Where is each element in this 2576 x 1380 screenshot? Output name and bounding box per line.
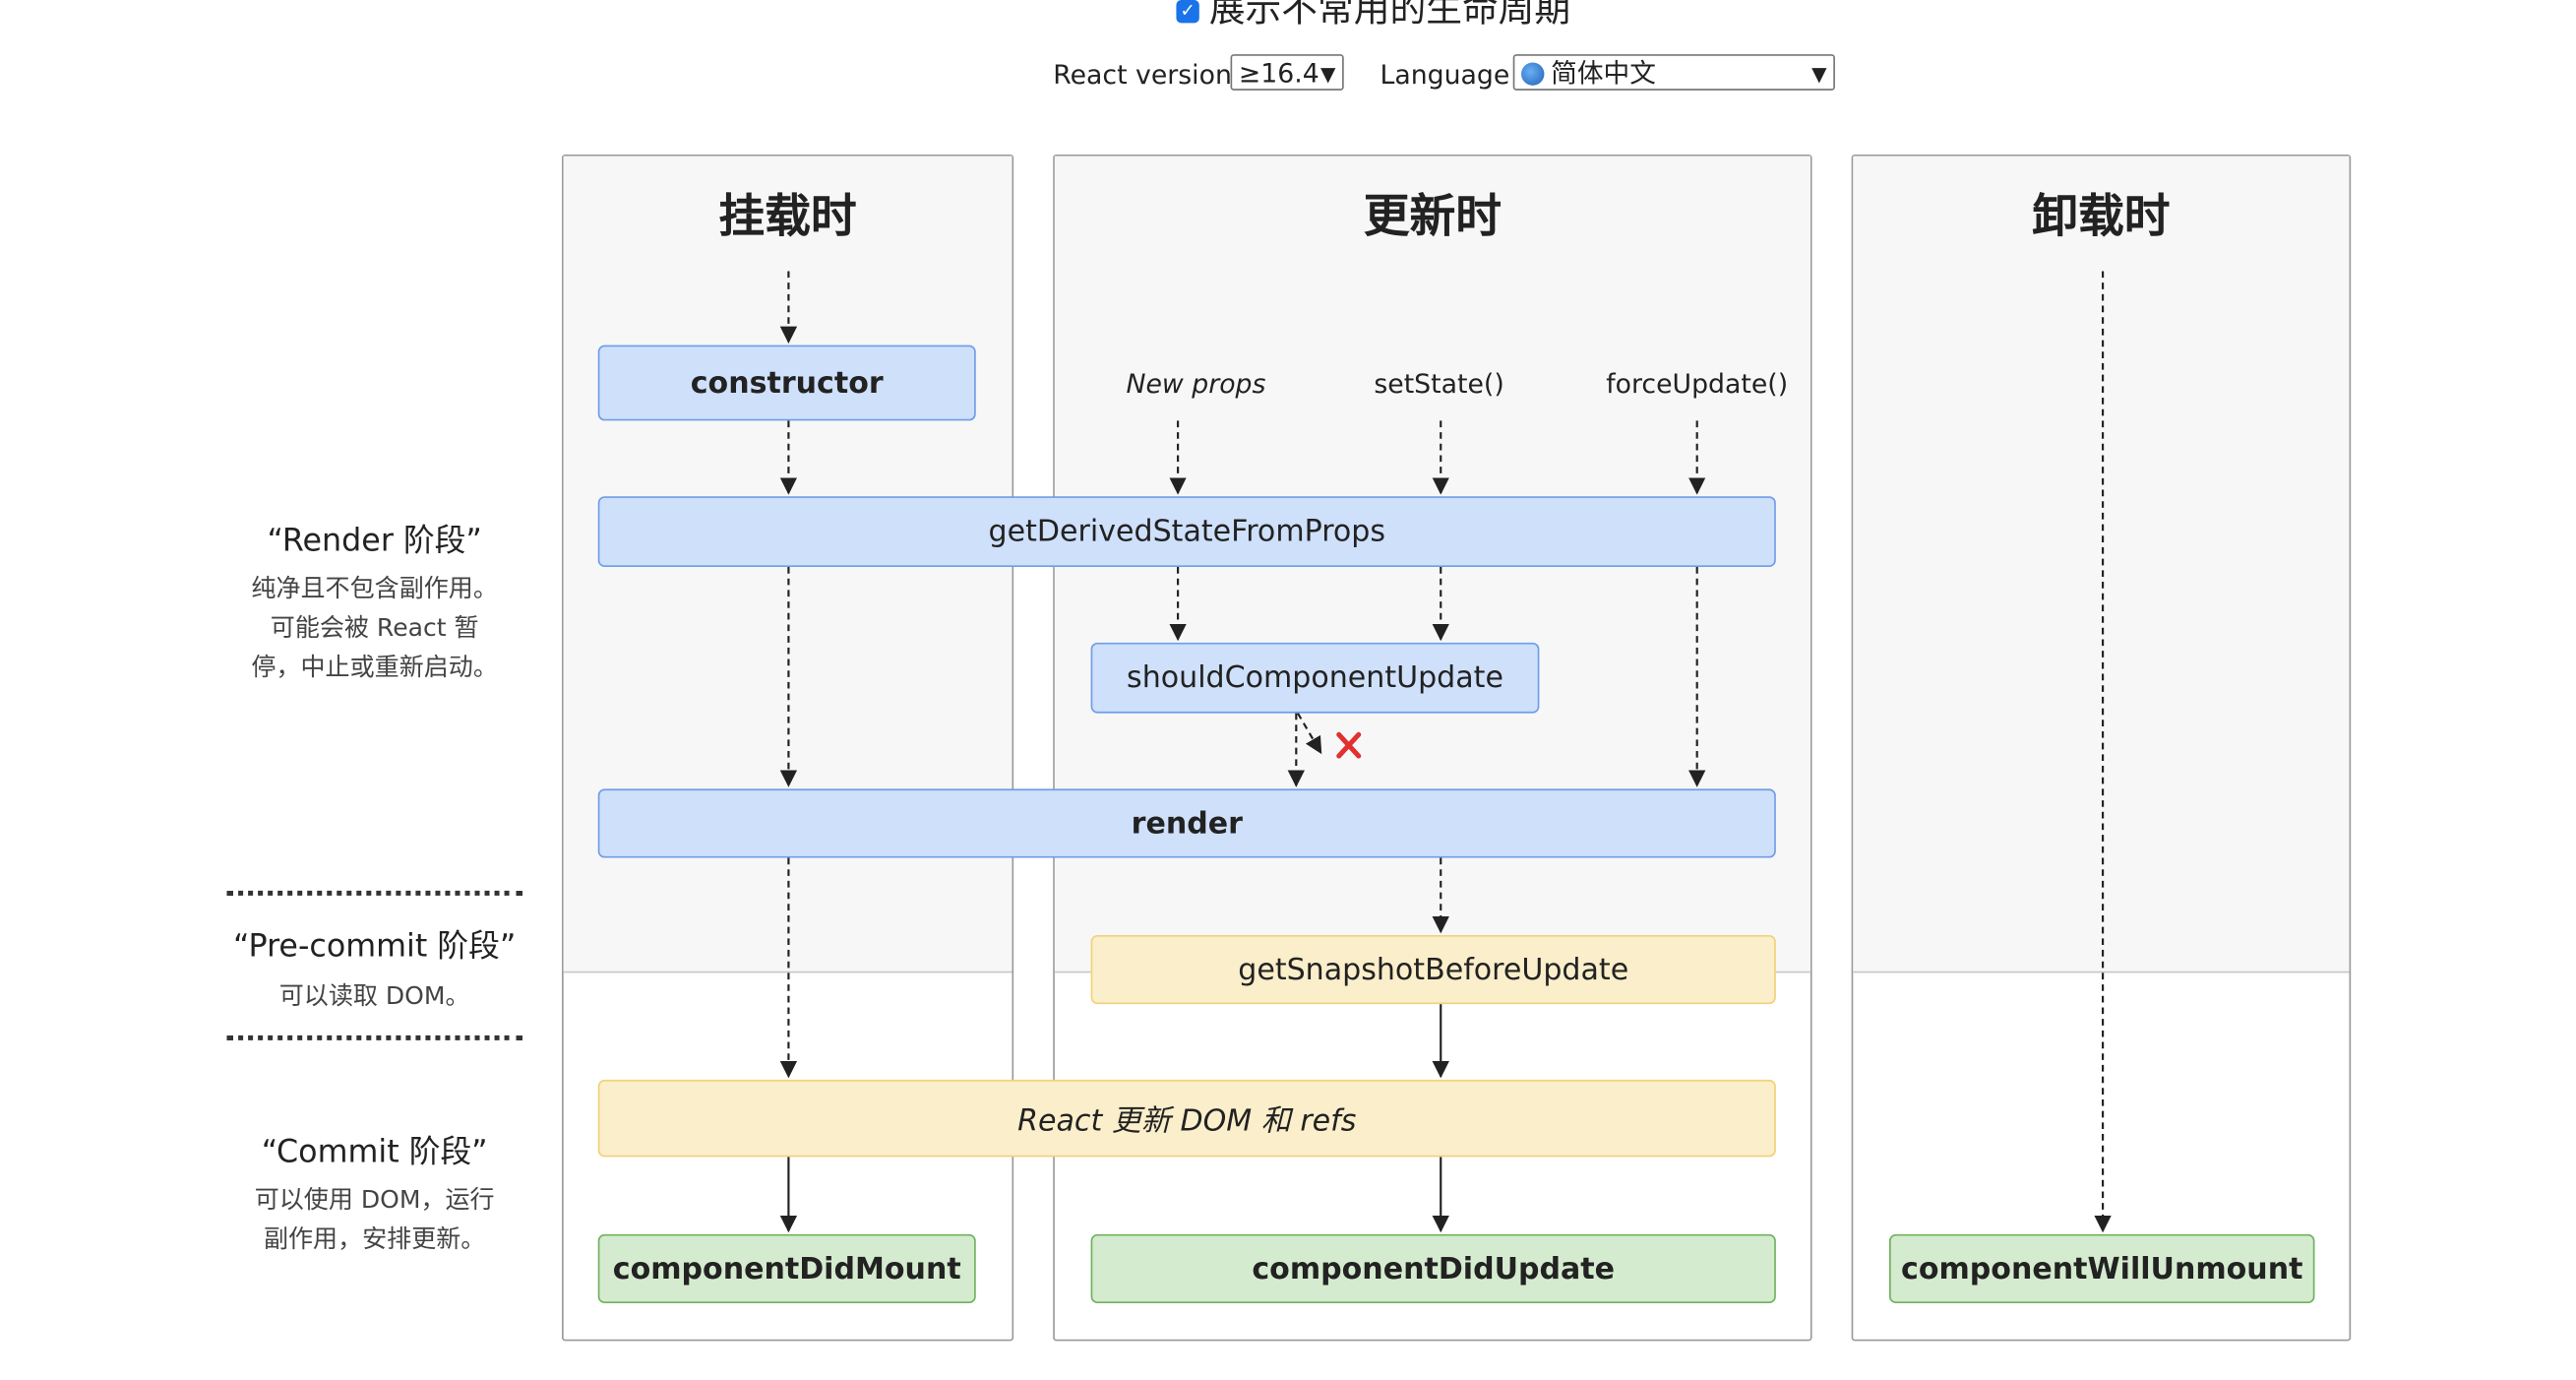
get-snapshot-before-update-box[interactable]: getSnapshotBeforeUpdate bbox=[1090, 935, 1776, 1005]
cross-icon bbox=[1336, 731, 1362, 759]
checkbox-label: 展示不常用的生命周期 bbox=[1208, 0, 1571, 31]
react-version-value: ≥16.4 bbox=[1238, 57, 1319, 90]
language-label: Language bbox=[1380, 59, 1510, 91]
component-did-mount-box[interactable]: componentDidMount bbox=[597, 1233, 976, 1303]
react-version-select[interactable]: ≥16.4▼ bbox=[1230, 54, 1344, 91]
render-phase-desc: 纯净且不包含副作用。 可能会被 React 暂 停，中止或重新启动。 bbox=[211, 569, 539, 687]
render-phase-desc-line: 纯净且不包含副作用。 bbox=[251, 573, 498, 603]
commit-phase-desc-line: 副作用，安排更新。 bbox=[263, 1223, 486, 1254]
component-did-update-box[interactable]: componentDidUpdate bbox=[1090, 1233, 1776, 1303]
should-component-update-box[interactable]: shouldComponentUpdate bbox=[1090, 642, 1540, 714]
phase-divider bbox=[226, 1035, 522, 1040]
unmount-column-title: 卸载时 bbox=[2032, 189, 2171, 244]
update-column-title: 更新时 bbox=[1363, 189, 1503, 244]
react-version-label: React version bbox=[1053, 59, 1232, 91]
commit-phase-title: “Commit 阶段” bbox=[261, 1134, 488, 1170]
checkbox-checked-icon[interactable]: ✓ bbox=[1176, 0, 1199, 24]
show-rare-lifecycles-checkbox[interactable]: ✓ 展示不常用的生命周期 bbox=[1176, 0, 1570, 32]
commit-phase-desc: 可以使用 DOM，运行 副作用，安排更新。 bbox=[211, 1180, 539, 1259]
globe-icon bbox=[1521, 62, 1545, 86]
chevron-down-icon: ▼ bbox=[1811, 62, 1827, 86]
render-phase-shade bbox=[1853, 156, 2350, 973]
trigger-set-state: setState() bbox=[1374, 367, 1504, 400]
mount-column-title: 挂载时 bbox=[718, 189, 857, 244]
trigger-new-props: New props bbox=[1126, 367, 1266, 400]
language-value: 简体中文 bbox=[1551, 57, 1656, 90]
unmount-column bbox=[1851, 154, 2352, 1342]
get-derived-state-from-props-box[interactable]: getDerivedStateFromProps bbox=[597, 496, 1776, 568]
precommit-phase-desc-line: 可以读取 DOM。 bbox=[278, 980, 470, 1011]
precommit-phase-desc: 可以读取 DOM。 bbox=[211, 976, 539, 1016]
render-box[interactable]: render bbox=[597, 788, 1776, 858]
arrow-scu-cancel bbox=[1297, 713, 1322, 755]
render-phase-title: “Render 阶段” bbox=[267, 522, 482, 559]
render-phase-desc-line: 停，中止或重新启动。 bbox=[251, 652, 498, 682]
commit-phase-desc-line: 可以使用 DOM，运行 bbox=[254, 1184, 495, 1215]
chevron-down-icon: ▼ bbox=[1319, 62, 1336, 86]
language-select[interactable]: 简体中文 ▼ bbox=[1512, 54, 1835, 91]
component-will-unmount-box[interactable]: componentWillUnmount bbox=[1889, 1233, 2315, 1303]
phase-divider bbox=[226, 890, 522, 896]
react-updates-dom-box[interactable]: React 更新 DOM 和 refs bbox=[597, 1079, 1776, 1158]
precommit-phase-title: “Pre-commit 阶段” bbox=[233, 928, 517, 966]
trigger-force-update: forceUpdate() bbox=[1606, 367, 1789, 400]
render-phase-desc-line: 可能会被 React 暂 bbox=[270, 612, 479, 643]
constructor-box[interactable]: constructor bbox=[597, 345, 976, 421]
